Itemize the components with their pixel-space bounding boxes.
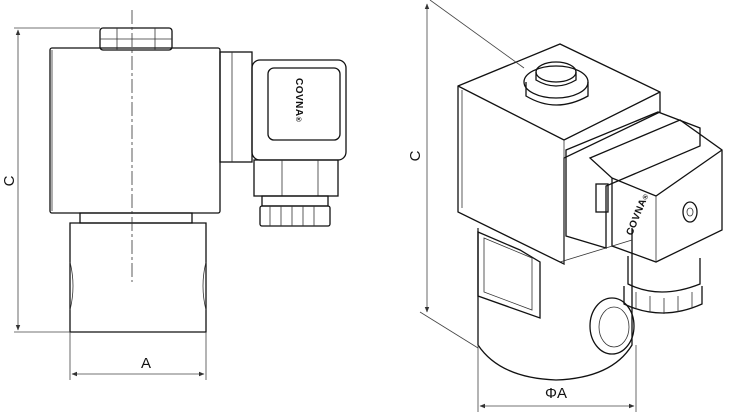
front-top-nut [99,27,173,51]
iso-dim-c: C [407,0,525,349]
iso-brand-label: COVNA® [625,192,652,237]
iso-connector [565,111,723,314]
front-neck [79,212,193,224]
front-coil-housing [49,47,221,214]
front-dim-a: A [69,332,207,380]
front-valve-body [69,222,207,333]
front-height-label: C [1,175,18,186]
front-width-label: A [141,355,151,372]
front-connector [219,51,347,227]
front-view: COVNA® C A [1,10,347,380]
iso-diameter-label: ΦA [545,385,567,402]
iso-height-label: C [407,150,424,161]
iso-coil-housing [457,43,661,266]
front-brand-label: COVNA® [293,78,304,123]
iso-dim-phi-a: ΦA [477,345,637,412]
iso-view: COVNA® C ΦA [407,0,723,412]
front-dim-c: C [1,27,100,333]
iso-valve-body [477,228,635,381]
